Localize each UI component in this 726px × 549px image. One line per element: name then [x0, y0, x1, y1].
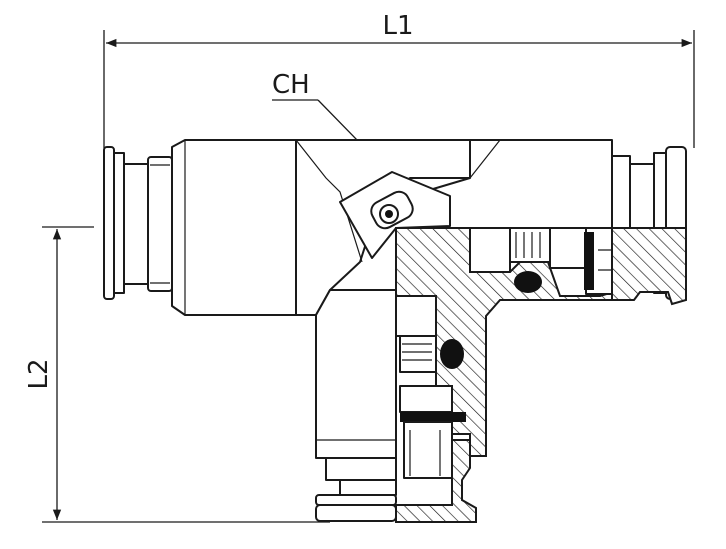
right-section-ring [611, 227, 687, 306]
bore-step-1 [469, 227, 511, 273]
dimension-l1: L1 [103, 11, 695, 148]
bottom-section-ring [395, 439, 477, 523]
wrench-flat [339, 171, 451, 259]
label-l2: L2 [24, 358, 54, 389]
bottom-release-ring [315, 504, 397, 522]
bore-step-3 [549, 227, 587, 269]
left-collet-neck [123, 163, 149, 285]
bottom-collar [315, 494, 397, 506]
bottom-collet-body [325, 457, 397, 481]
vbore-step-1 [395, 295, 437, 337]
label-l1: L1 [382, 11, 413, 41]
vertical-collet-insert [403, 421, 453, 479]
bottom-collet-neck [339, 479, 397, 496]
vertical-collet-teeth [400, 412, 466, 422]
body-left-section [171, 139, 297, 316]
o-ring-vertical [440, 339, 464, 369]
body-stem [315, 289, 397, 459]
dimension-l2: L2 [24, 226, 330, 523]
o-ring-horizontal [514, 271, 542, 293]
left-release-ring [103, 146, 115, 300]
vbore-step-2 [399, 335, 437, 373]
left-port [103, 146, 173, 300]
right-collet-teeth [584, 232, 594, 290]
vbore-step-3 [399, 385, 453, 413]
label-ch: CH [272, 70, 310, 100]
left-collar [113, 152, 125, 294]
right-port [611, 146, 687, 306]
cross-section [395, 227, 640, 523]
left-collet-body [147, 156, 173, 292]
